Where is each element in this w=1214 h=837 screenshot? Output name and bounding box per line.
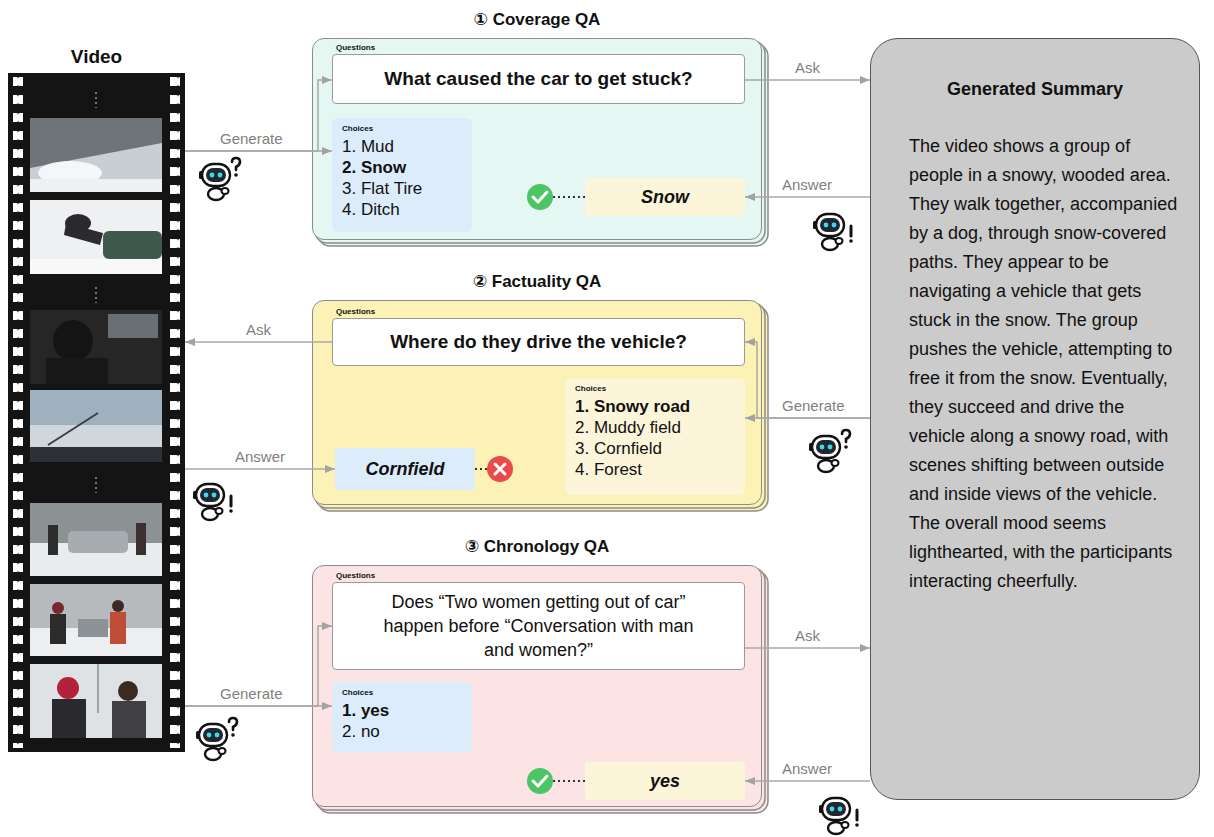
question-box: QuestionsDoes “Two women getting out of … [332,582,745,670]
check-mark [533,192,547,202]
film-perforation [13,77,23,748]
gap-dots [95,477,97,493]
choice-item: 1. Snowy road [575,396,690,417]
panel-heading: ② Factuality QA [313,271,761,293]
answer-text: Snow [641,186,689,208]
edge-label: Ask [795,59,820,77]
choice-item: 1. Mud [342,136,394,157]
cross-mark [495,464,505,474]
robot-icon [199,158,240,200]
connector-arrow [745,780,870,782]
choice-item: 2. Muddy field [575,417,681,438]
choice-item: 1. yes [342,700,389,721]
choice-item: 4. Ditch [342,199,400,220]
edge-label: Generate [220,130,283,148]
choices-label: Choices [342,124,464,134]
questions-label: Questions [336,307,375,317]
film-perforation [170,77,180,748]
robot-icon [819,798,859,834]
summary-box: Generated SummaryThe video shows a group… [870,38,1200,800]
questions-label: Questions [336,571,375,581]
video-frame [30,584,162,656]
summary-body: The video shows a group of people in a s… [909,132,1185,596]
video-frame [30,118,162,192]
connector-arrow [745,647,870,649]
question-box: QuestionsWhere do they drive the vehicle… [332,318,745,366]
connector-arrow [745,79,870,81]
gap-dots [95,287,97,303]
robot-icon [813,214,853,250]
video-frame [30,310,162,384]
edge-label: Generate [220,685,283,703]
edge-label: Generate [782,397,845,415]
check-mark [533,776,547,786]
question-text: What caused the car to get stuck? [384,67,692,91]
connector-arrow [185,705,332,707]
connector-arrow [185,468,335,470]
connector-arrow [745,342,870,418]
film-strip-body [8,73,185,752]
panel-heading: ③ Chronology QA [313,536,761,558]
choices-box: Choices 1. yes2. no [332,682,472,752]
edge-label: Answer [235,448,285,466]
connector-arrow [745,417,870,419]
check-icon [527,184,553,210]
film-strip-art [8,73,185,752]
choice-item: 4. Forest [575,459,642,480]
check-icon [527,768,553,794]
robot-icon [809,430,850,472]
edge-label: Answer [782,760,832,778]
qa-panel: ① Coverage QAQuestionsWhat caused the ca… [312,38,762,240]
video-frame [30,390,162,462]
answer-text: yes [650,770,680,792]
answer-text: Cornfield [366,458,445,480]
connector-arrow [745,196,870,198]
video-frame [30,664,162,738]
connector-arrow [185,626,332,706]
dotted-link [553,780,585,782]
robot-icon [193,484,233,520]
choice-item: 3. Cornfield [575,438,662,459]
questions-label: Questions [336,43,375,53]
film-strip: Video [8,40,185,752]
robot-icon [196,718,237,760]
video-frame [30,503,162,576]
question-box: QuestionsWhat caused the car to get stuc… [332,54,745,104]
dotted-link [553,196,585,198]
edge-label: Ask [246,321,271,339]
cross-icon [487,456,513,482]
choice-item: 2. Snow [342,157,406,178]
connector-arrow [185,150,332,152]
summary-heading: Generated Summary [885,77,1185,101]
choices-box: Choices 1. Snowy road2. Muddy field3. Cor… [565,378,745,495]
choices-box: Choices 1. Mud2. Snow3. Flat Tire4. Ditch [332,118,472,232]
answer-box: Snow [585,178,745,216]
edge-label: Ask [795,627,820,645]
dotted-link [475,468,487,470]
answer-box: yes [585,762,745,800]
panel-heading: ① Coverage QA [313,9,761,31]
choice-item: 2. no [342,721,380,742]
qa-panel: ② Factuality QAQuestionsWhere do they dr… [312,300,762,505]
answer-box: Cornfield [335,448,475,490]
question-text: Does “Two women getting out of car” happ… [374,590,704,662]
choices-label: Choices [342,688,464,698]
connector-arrow [185,80,332,151]
choice-item: 3. Flat Tire [342,178,422,199]
video-heading: Video [8,46,185,68]
video-frame [30,200,162,274]
edge-label: Answer [782,176,832,194]
choices-label: Choices [575,384,737,394]
connector-arrow [185,341,332,343]
gap-dots [95,92,97,108]
question-text: Where do they drive the vehicle? [390,330,687,354]
